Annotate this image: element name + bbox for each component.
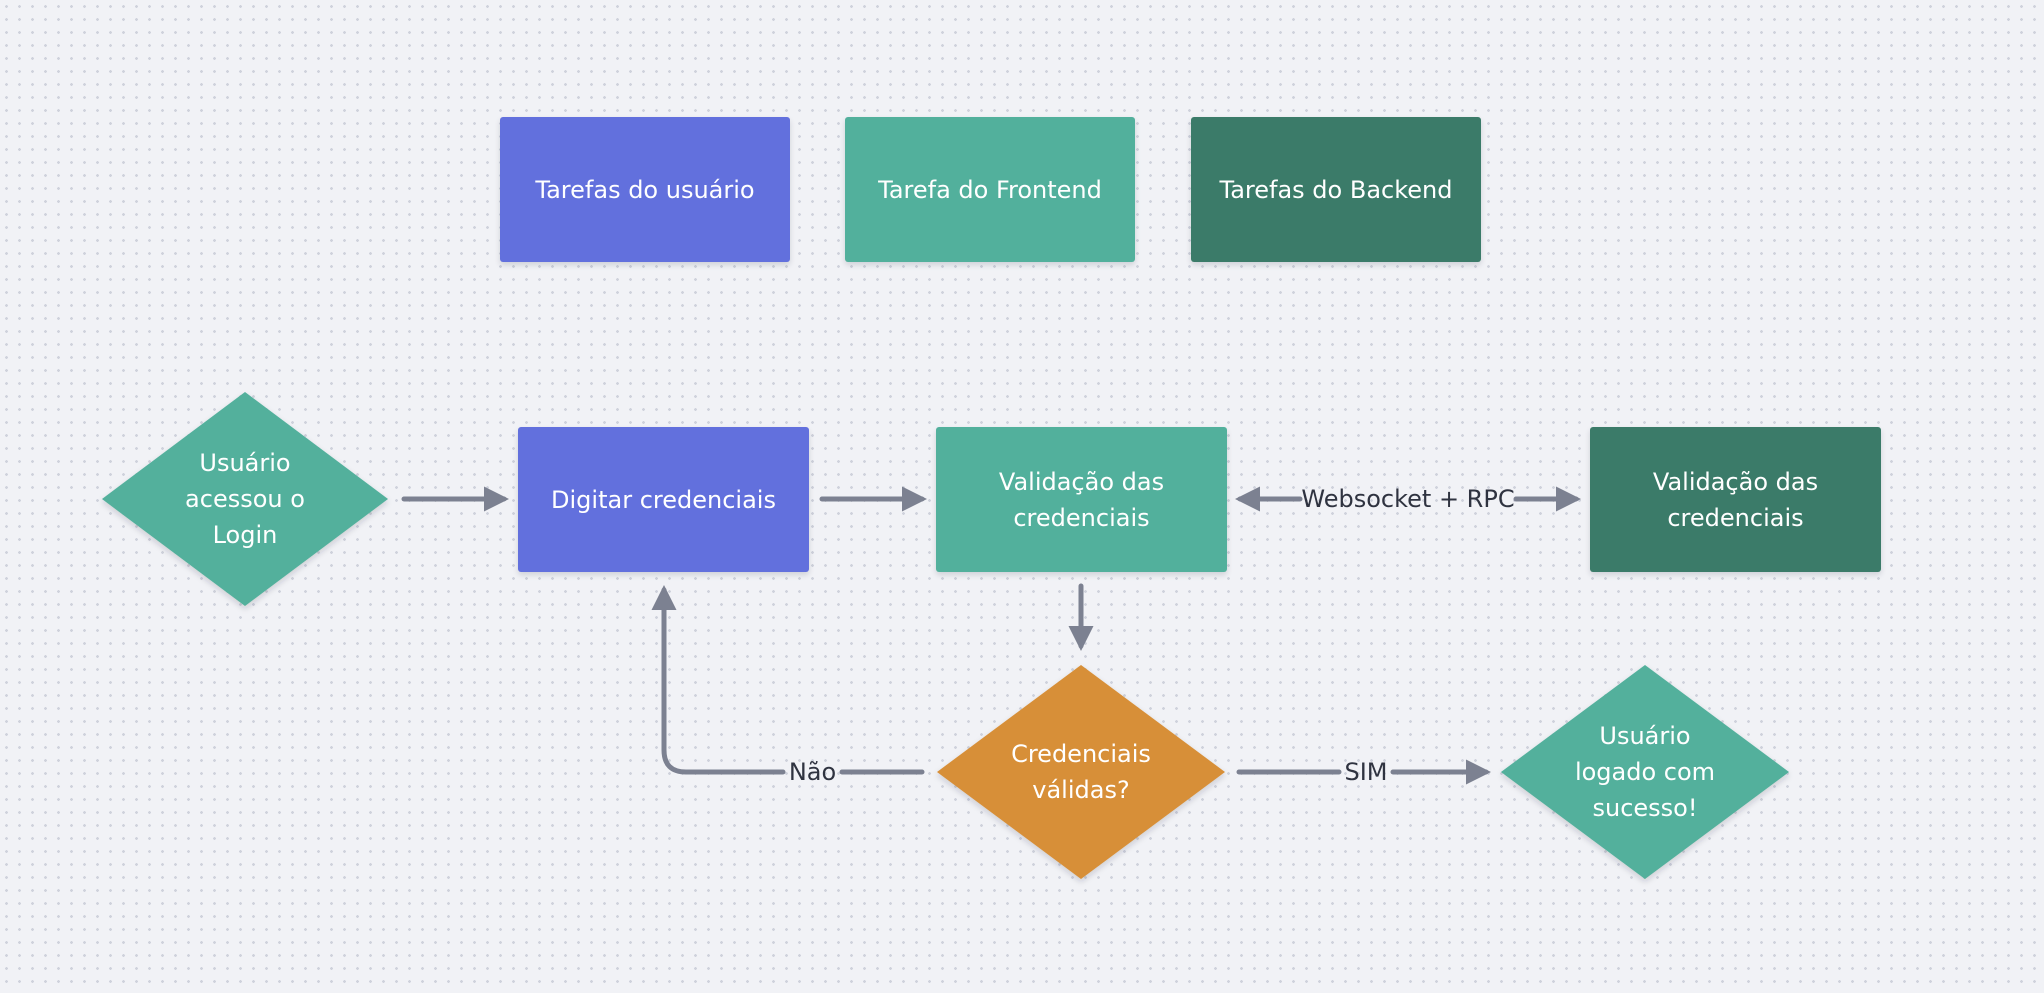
legend-user-label: Tarefas do usuário (535, 175, 755, 204)
decision-label: Credenciais válidas? (978, 730, 1184, 814)
legend-backend-tasks[interactable]: Tarefas do Backend (1191, 117, 1481, 262)
input-credentials-box[interactable]: Digitar credenciais (518, 427, 809, 572)
backend-validation-box[interactable]: Validação das credenciais (1590, 427, 1881, 572)
decision-diamond[interactable] (937, 665, 1225, 879)
success-text: Usuário logado com sucesso! (1574, 722, 1716, 822)
legend-frontend-tasks[interactable]: Tarefa do Frontend (845, 117, 1135, 262)
start-text: Usuário acessou o Login (185, 449, 305, 549)
frontend-validation-label: Validação das credenciais (998, 467, 1165, 532)
input-credentials-label: Digitar credenciais (551, 485, 776, 514)
websocket-rpc-label: Websocket + RPC (1301, 485, 1515, 513)
success-label: Usuário logado com sucesso! (1540, 712, 1750, 832)
legend-frontend-label: Tarefa do Frontend (878, 175, 1102, 204)
start-diamond[interactable] (102, 392, 388, 606)
arrow-no-loop (651, 585, 786, 775)
legend-user-tasks[interactable]: Tarefas do usuário (500, 117, 790, 262)
frontend-validation-box[interactable]: Validação das credenciais (936, 427, 1227, 572)
legend-backend-label: Tarefas do Backend (1219, 175, 1453, 204)
no-label: Não (788, 758, 837, 786)
yes-label: SIM (1344, 758, 1388, 786)
start-label: Usuário acessou o Login (142, 439, 348, 559)
decision-text: Credenciais válidas? (1011, 740, 1151, 804)
success-diamond[interactable] (1501, 665, 1789, 879)
backend-validation-label: Validação das credenciais (1652, 467, 1819, 532)
